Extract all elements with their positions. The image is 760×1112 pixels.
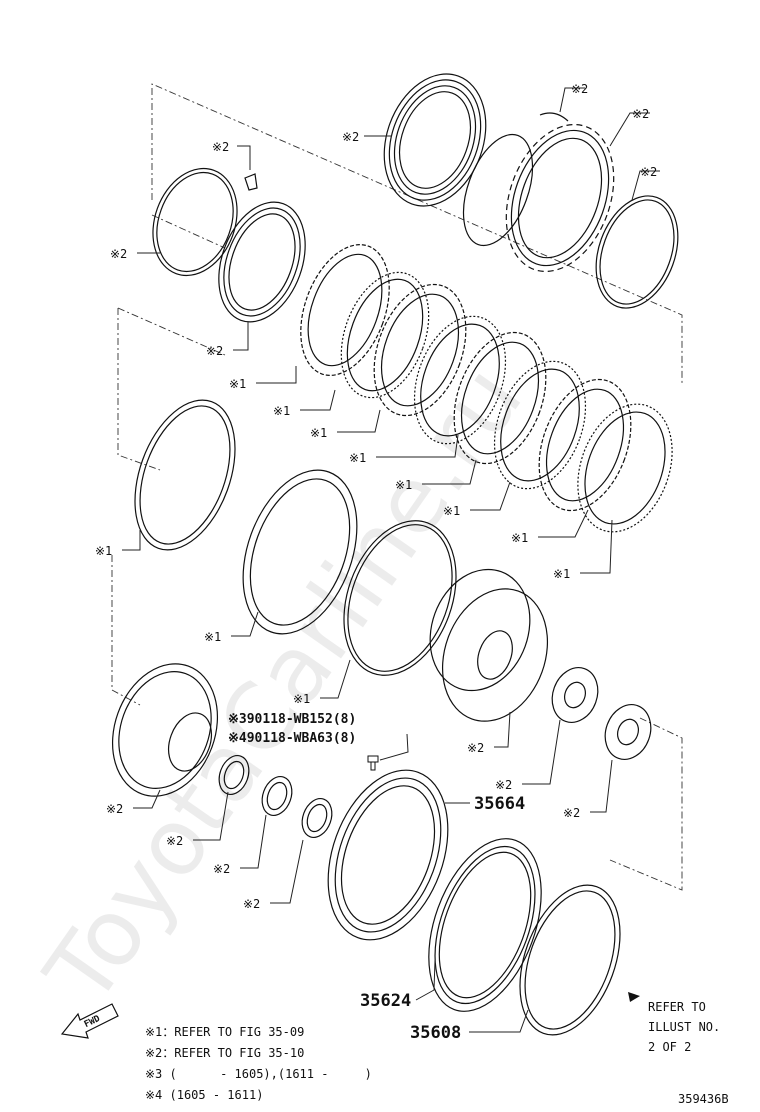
legend-line-1: ※1：REFER TO FIG 35-09	[145, 1025, 304, 1039]
legend-line-2: ※2：REFER TO FIG 35-10	[145, 1046, 304, 1060]
ref-label: ※1	[349, 451, 366, 465]
part-numbers: ※390118-WB152(8) ※490118-WBA63(8) 35664 …	[228, 712, 525, 1043]
refer-line-1: REFER TO	[648, 1000, 706, 1014]
legend-line-4: ※4 (1605 - 1611)	[145, 1088, 263, 1102]
ref-label: ※1	[95, 544, 112, 558]
snap-ring-upper-left	[152, 167, 258, 277]
snap-ring-right	[595, 195, 679, 309]
reference-labels: ※2 ※2 ※2 ※2 ※2 ※2 ※2 ※1 ※1 ※1 ※1 ※1 ※1 ※…	[95, 82, 657, 911]
ref-label: ※2	[467, 741, 484, 755]
ref-label: ※1	[293, 692, 310, 706]
snap-ring-top-right	[462, 112, 569, 247]
ref-label: ※2	[106, 802, 123, 816]
refer-line-3: 2 OF 2	[648, 1040, 691, 1054]
ref-label: ※2	[563, 806, 580, 820]
refer-line-2: ILLUST NO.	[648, 1020, 720, 1034]
snap-ring-middle	[343, 520, 457, 676]
planetary-carrier	[429, 568, 549, 722]
ref-label: ※1	[310, 426, 327, 440]
ref-label: ※2	[571, 82, 588, 96]
seal-ring-top	[383, 73, 487, 207]
refer-note: REFER TO ILLUST NO. 2 OF 2	[648, 1000, 720, 1054]
seal-35624	[428, 838, 542, 1012]
ref-label: ※1	[443, 504, 460, 518]
ref-label: ※2	[243, 897, 260, 911]
spring-retainer-left	[134, 399, 236, 551]
ref-label: ※1	[204, 630, 221, 644]
ref-label: ※2	[640, 165, 657, 179]
ref-label: ※2	[213, 862, 230, 876]
ref-label: ※2	[166, 834, 183, 848]
spring-retainer-top-right	[505, 123, 615, 273]
clutch-pack	[300, 244, 673, 533]
leader-lines	[122, 87, 660, 1033]
housing-35664	[327, 769, 449, 941]
thrust-washers	[218, 755, 333, 838]
legend: ※1：REFER TO FIG 35-09 ※2：REFER TO FIG 35…	[145, 1025, 372, 1102]
ref-label: ※2	[212, 140, 229, 154]
ref-label: ※1	[395, 478, 412, 492]
pinion-gear-1	[551, 667, 599, 723]
ref-label: ※2	[342, 130, 359, 144]
ring-gear-drum	[111, 663, 219, 797]
ref-label: ※1	[273, 404, 290, 418]
part-number-35624: 35624	[360, 991, 411, 1011]
ref-label: ※1	[511, 531, 528, 545]
ref-label: ※2	[206, 344, 223, 358]
ref-label: ※2	[632, 107, 649, 121]
part-number-90118-wba63: ※490118-WBA63(8)	[228, 731, 356, 746]
ref-label: ※1	[229, 377, 246, 391]
figure-code: 359436B	[678, 1092, 729, 1106]
clutch-piston-upper-left	[218, 201, 306, 323]
pressure-plate-middle	[242, 469, 358, 635]
ref-label: ※1	[553, 567, 570, 581]
retainer-35608	[519, 884, 621, 1036]
fwd-arrow-icon: FWD	[60, 1003, 119, 1039]
part-number-35664: 35664	[474, 794, 525, 814]
part-number-35608: 35608	[410, 1023, 461, 1043]
ref-label: ※2	[110, 247, 127, 261]
part-number-90118-wb152: ※390118-WB152(8)	[228, 712, 356, 727]
ref-label: ※2	[495, 778, 512, 792]
bolt	[367, 755, 379, 771]
pinion-gear-2	[604, 704, 652, 760]
watermark: ToyotaCarline.ru	[25, 347, 543, 1023]
legend-line-3: ※3 ( - 1605),(1611 - )	[145, 1067, 372, 1081]
refer-arrow-icon	[628, 992, 640, 1002]
